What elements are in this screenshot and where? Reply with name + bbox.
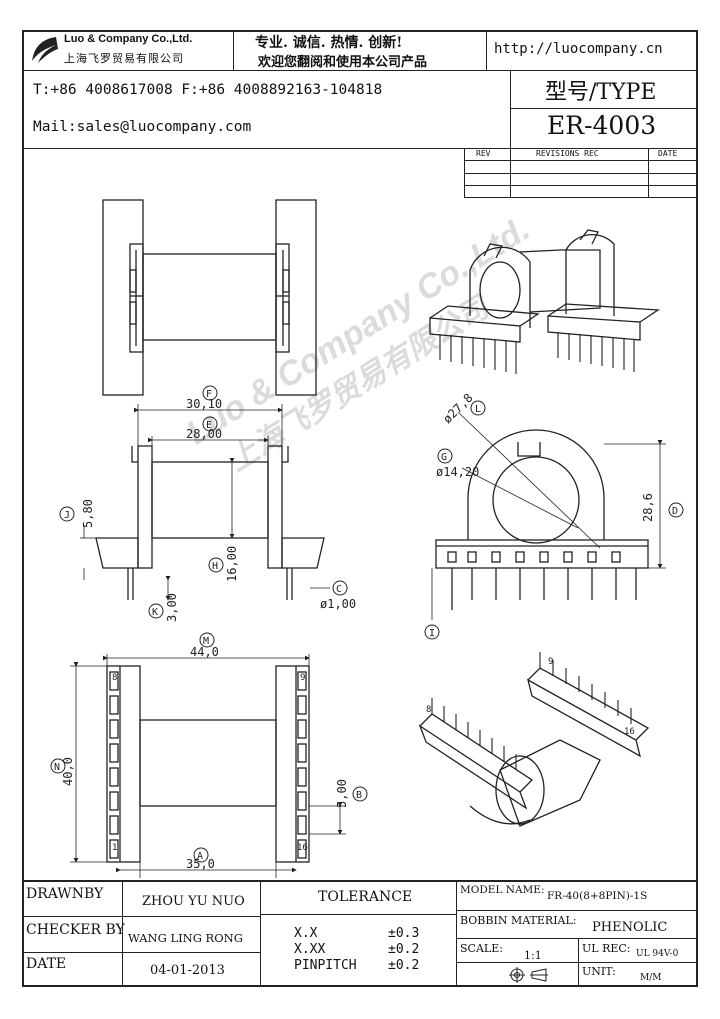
- tol-pinpitch-value: ±0.2: [388, 958, 420, 973]
- dim-a-value: 35,0: [186, 857, 215, 871]
- company-name-cn: 上海飞罗贸易有限公司: [64, 52, 184, 65]
- dim-n-marker: N: [54, 762, 60, 773]
- company-logo: [28, 33, 62, 67]
- bottom-view-drawing: [70, 654, 346, 878]
- drawing-frame: [22, 30, 698, 987]
- welcome-text: 欢迎您翻阅和使用本公司产品: [258, 55, 428, 70]
- scale-label: SCALE:: [460, 942, 503, 955]
- dim-l-value: ø27,8: [440, 391, 475, 426]
- iso-pin-label-9: 9: [548, 657, 553, 667]
- ul-rec-value: UL 94V-0: [636, 949, 679, 959]
- iso-pin-label-8: 8: [426, 705, 431, 715]
- checker-label: CHECKER BY: [26, 922, 125, 938]
- dim-e-value: 28,00: [186, 427, 222, 441]
- model-number: ER-4003: [547, 111, 657, 140]
- front-view-drawing: [80, 404, 330, 601]
- dim-d-marker: D: [672, 506, 678, 517]
- isometric-view-bottom: [418, 652, 650, 827]
- dim-j-marker: J: [64, 510, 70, 521]
- date-column-header: DATE: [658, 149, 678, 158]
- dim-d-value: 28,6: [641, 493, 655, 522]
- company-name-en: Luo & Company Co.,Ltd.: [64, 33, 193, 45]
- checker-value: WANG LING RONG: [128, 931, 243, 945]
- type-label: 型号/TYPE: [545, 80, 657, 105]
- model-name-value: FR-40(8+8PIN)-1S: [547, 890, 648, 902]
- dim-g-value: ø14,20: [436, 465, 479, 479]
- dim-i-marker: I: [429, 628, 435, 639]
- revisions-table: REV REVISIONS REC DATE: [464, 148, 698, 198]
- tol-x-label: X.X: [294, 926, 318, 941]
- dim-c-marker: C: [336, 584, 342, 595]
- ul-rec-label: UL REC:: [582, 942, 631, 955]
- dim-n-value: 40,0: [61, 757, 75, 786]
- dim-f-marker: F: [206, 389, 212, 400]
- dim-h-value: 16,00: [225, 546, 239, 582]
- website-link[interactable]: http://luocompany.cn: [494, 41, 663, 57]
- dim-m-value: 44,0: [190, 645, 219, 659]
- dim-m-marker: M: [203, 636, 209, 647]
- dim-g-marker: G: [441, 452, 447, 463]
- dim-k-marker: K: [152, 607, 158, 618]
- pin-label-1: 1: [112, 843, 117, 853]
- dim-h-marker: H: [212, 561, 218, 572]
- top-view-drawing: [102, 199, 317, 396]
- tol-x-value: ±0.3: [388, 926, 420, 941]
- side-view-drawing: [431, 411, 666, 620]
- dim-k-value: 3,00: [165, 593, 179, 622]
- tol-pinpitch-label: PINPITCH: [294, 958, 357, 973]
- phone-fax-line: T:+86 4008617008 F:+86 4008892163-104818: [33, 82, 383, 98]
- drawnby-label: DRAWNBY: [26, 886, 104, 902]
- dim-b-value: 5,00: [335, 779, 349, 808]
- dim-a-marker: A: [197, 851, 203, 862]
- bobbin-material-value: PHENOLIC: [592, 920, 668, 935]
- dim-e-marker: E: [206, 420, 212, 431]
- date-label: DATE: [26, 956, 67, 972]
- tol-xx-value: ±0.2: [388, 942, 420, 957]
- slogan: 专业. 诚信. 热情. 创新!: [255, 35, 403, 51]
- dim-l-marker: L: [475, 404, 481, 415]
- unit-label: UNIT:: [582, 965, 616, 978]
- mail-line: Mail:sales@luocompany.com: [33, 119, 252, 135]
- iso-pin-label-16: 16: [624, 727, 635, 737]
- isometric-view-top: [429, 229, 660, 374]
- pin-label-9: 9: [300, 673, 305, 683]
- dim-j-value: 5,80: [81, 499, 95, 528]
- drawnby-value: ZHOU YU NUO: [142, 894, 245, 909]
- pin-label-16: 16: [297, 843, 308, 853]
- projection-symbol-icon: [508, 966, 552, 984]
- rev-column-header: REV: [476, 149, 491, 158]
- dim-c-value: ø1,00: [320, 597, 356, 611]
- dim-f-value: 30,10: [186, 397, 222, 411]
- pin-label-8: 8: [112, 673, 117, 683]
- bobbin-material-label: BOBBIN MATERIAL:: [460, 914, 577, 927]
- date-value: 04-01-2013: [150, 963, 225, 978]
- unit-value: M/M: [640, 973, 662, 983]
- tolerance-label: TOLERANCE: [318, 889, 413, 905]
- revisions-rec-column-header: REVISIONS REC: [536, 149, 599, 158]
- tol-xx-label: X.XX: [294, 942, 326, 957]
- dim-b-marker: B: [356, 790, 362, 801]
- scale-value: 1:1: [524, 949, 542, 962]
- model-name-label: MODEL NAME:: [460, 884, 545, 896]
- technical-drawing: F 30,10 E 28,00 J 5,80 H 16,00 C ø1,00 K…: [50, 199, 684, 878]
- title-block: DRAWNBY ZHOU YU NUO CHECKER BY WANG LING…: [22, 880, 698, 987]
